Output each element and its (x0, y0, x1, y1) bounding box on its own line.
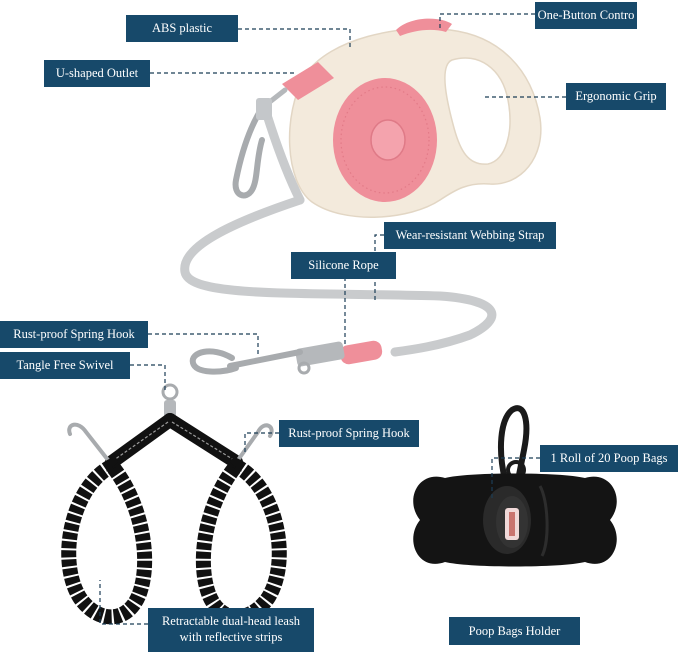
webbing-strap (180, 195, 497, 357)
label-tangle-free-swivel: Tangle Free Swivel (0, 352, 130, 379)
one-button (396, 18, 452, 36)
webbing-strap-upper (263, 113, 305, 205)
label-ergonomic-grip: Ergonomic Grip (566, 83, 666, 110)
label-u-shaped-outlet: U-shaped Outlet (44, 60, 150, 87)
label-dual-head-leash: Retractable dual-head leash with reflect… (148, 608, 314, 652)
spring-hook-bottom (189, 340, 383, 375)
label-wear-resistant-strap: Wear-resistant Webbing Strap (384, 222, 556, 249)
retractable-leash-icon (180, 18, 542, 375)
label-rust-proof-hook-top: Rust-proof Spring Hook (0, 321, 148, 348)
spring-hook-top (232, 87, 288, 199)
u-outlet (282, 62, 334, 100)
label-dual-head-leash-line1: Retractable dual-head leash (161, 614, 301, 629)
label-silicone-rope: Silicone Rope (291, 252, 396, 279)
label-one-button-control: One-Button Contro (535, 2, 637, 29)
leader-lines (99, 13, 566, 625)
label-dual-head-leash-line2: with reflective strips (179, 630, 283, 644)
dial-center (370, 119, 406, 161)
dual-head-leash-icon (61, 383, 287, 625)
label-poop-bags-roll: 1 Roll of 20 Poop Bags (540, 445, 678, 472)
label-poop-bags-holder: Poop Bags Holder (449, 617, 580, 645)
label-abs-plastic: ABS plastic (126, 15, 238, 42)
bone-bag-holder-icon (413, 405, 617, 567)
label-rust-proof-hook-bottom: Rust-proof Spring Hook (279, 420, 419, 447)
